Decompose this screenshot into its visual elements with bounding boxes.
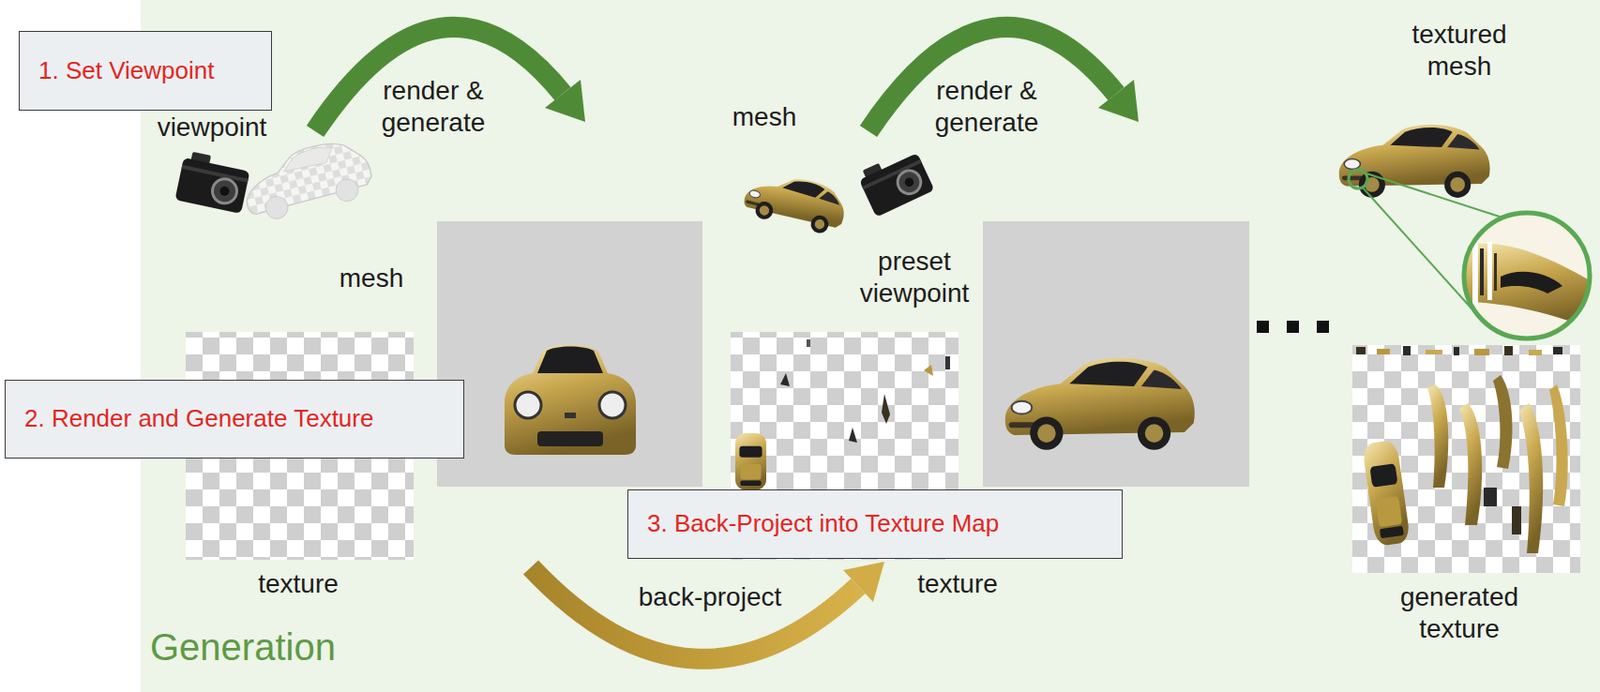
figure-label: generated texture <box>1379 581 1540 645</box>
generated-texture <box>1352 345 1581 574</box>
car-render <box>504 345 636 456</box>
figure-label: mesh <box>708 101 821 134</box>
textured-mesh <box>1339 124 1491 198</box>
step-box: 3. Back-Project into Texture Map <box>627 489 1123 559</box>
render-image <box>982 221 1250 487</box>
car-render <box>1005 358 1195 451</box>
figure-label: render & generate <box>911 75 1062 138</box>
figure-label: textured mesh <box>1393 18 1525 82</box>
zoom-callout <box>1348 169 1595 344</box>
step-label: 3. Back-Project into Texture Map <box>647 509 999 539</box>
camera-icon <box>856 146 936 217</box>
step-box: 2. Render and Generate Texture <box>4 379 465 459</box>
figure-label: back-project <box>616 581 804 614</box>
ellipsis-dots <box>1256 320 1329 333</box>
figure-label: texture <box>227 568 369 601</box>
render-image <box>437 221 703 487</box>
mesh-figure <box>237 134 377 226</box>
step-label: 2. Render and Generate Texture <box>24 404 374 434</box>
figure-label: render & generate <box>358 75 509 138</box>
figure-label: texture <box>887 568 1028 601</box>
back-project-arrow <box>530 561 885 660</box>
figure-label: viewpoint <box>132 111 292 144</box>
figure-label: preset viewpoint <box>844 245 985 309</box>
camera-icon <box>174 150 252 214</box>
panel-title: Generation <box>150 624 451 670</box>
panel-background <box>140 0 1600 692</box>
step-label: 1. Set Viewpoint <box>38 56 214 86</box>
mesh-figure <box>740 166 851 238</box>
step-box: 1. Set Viewpoint <box>18 30 272 111</box>
figure-label: mesh <box>315 262 428 295</box>
